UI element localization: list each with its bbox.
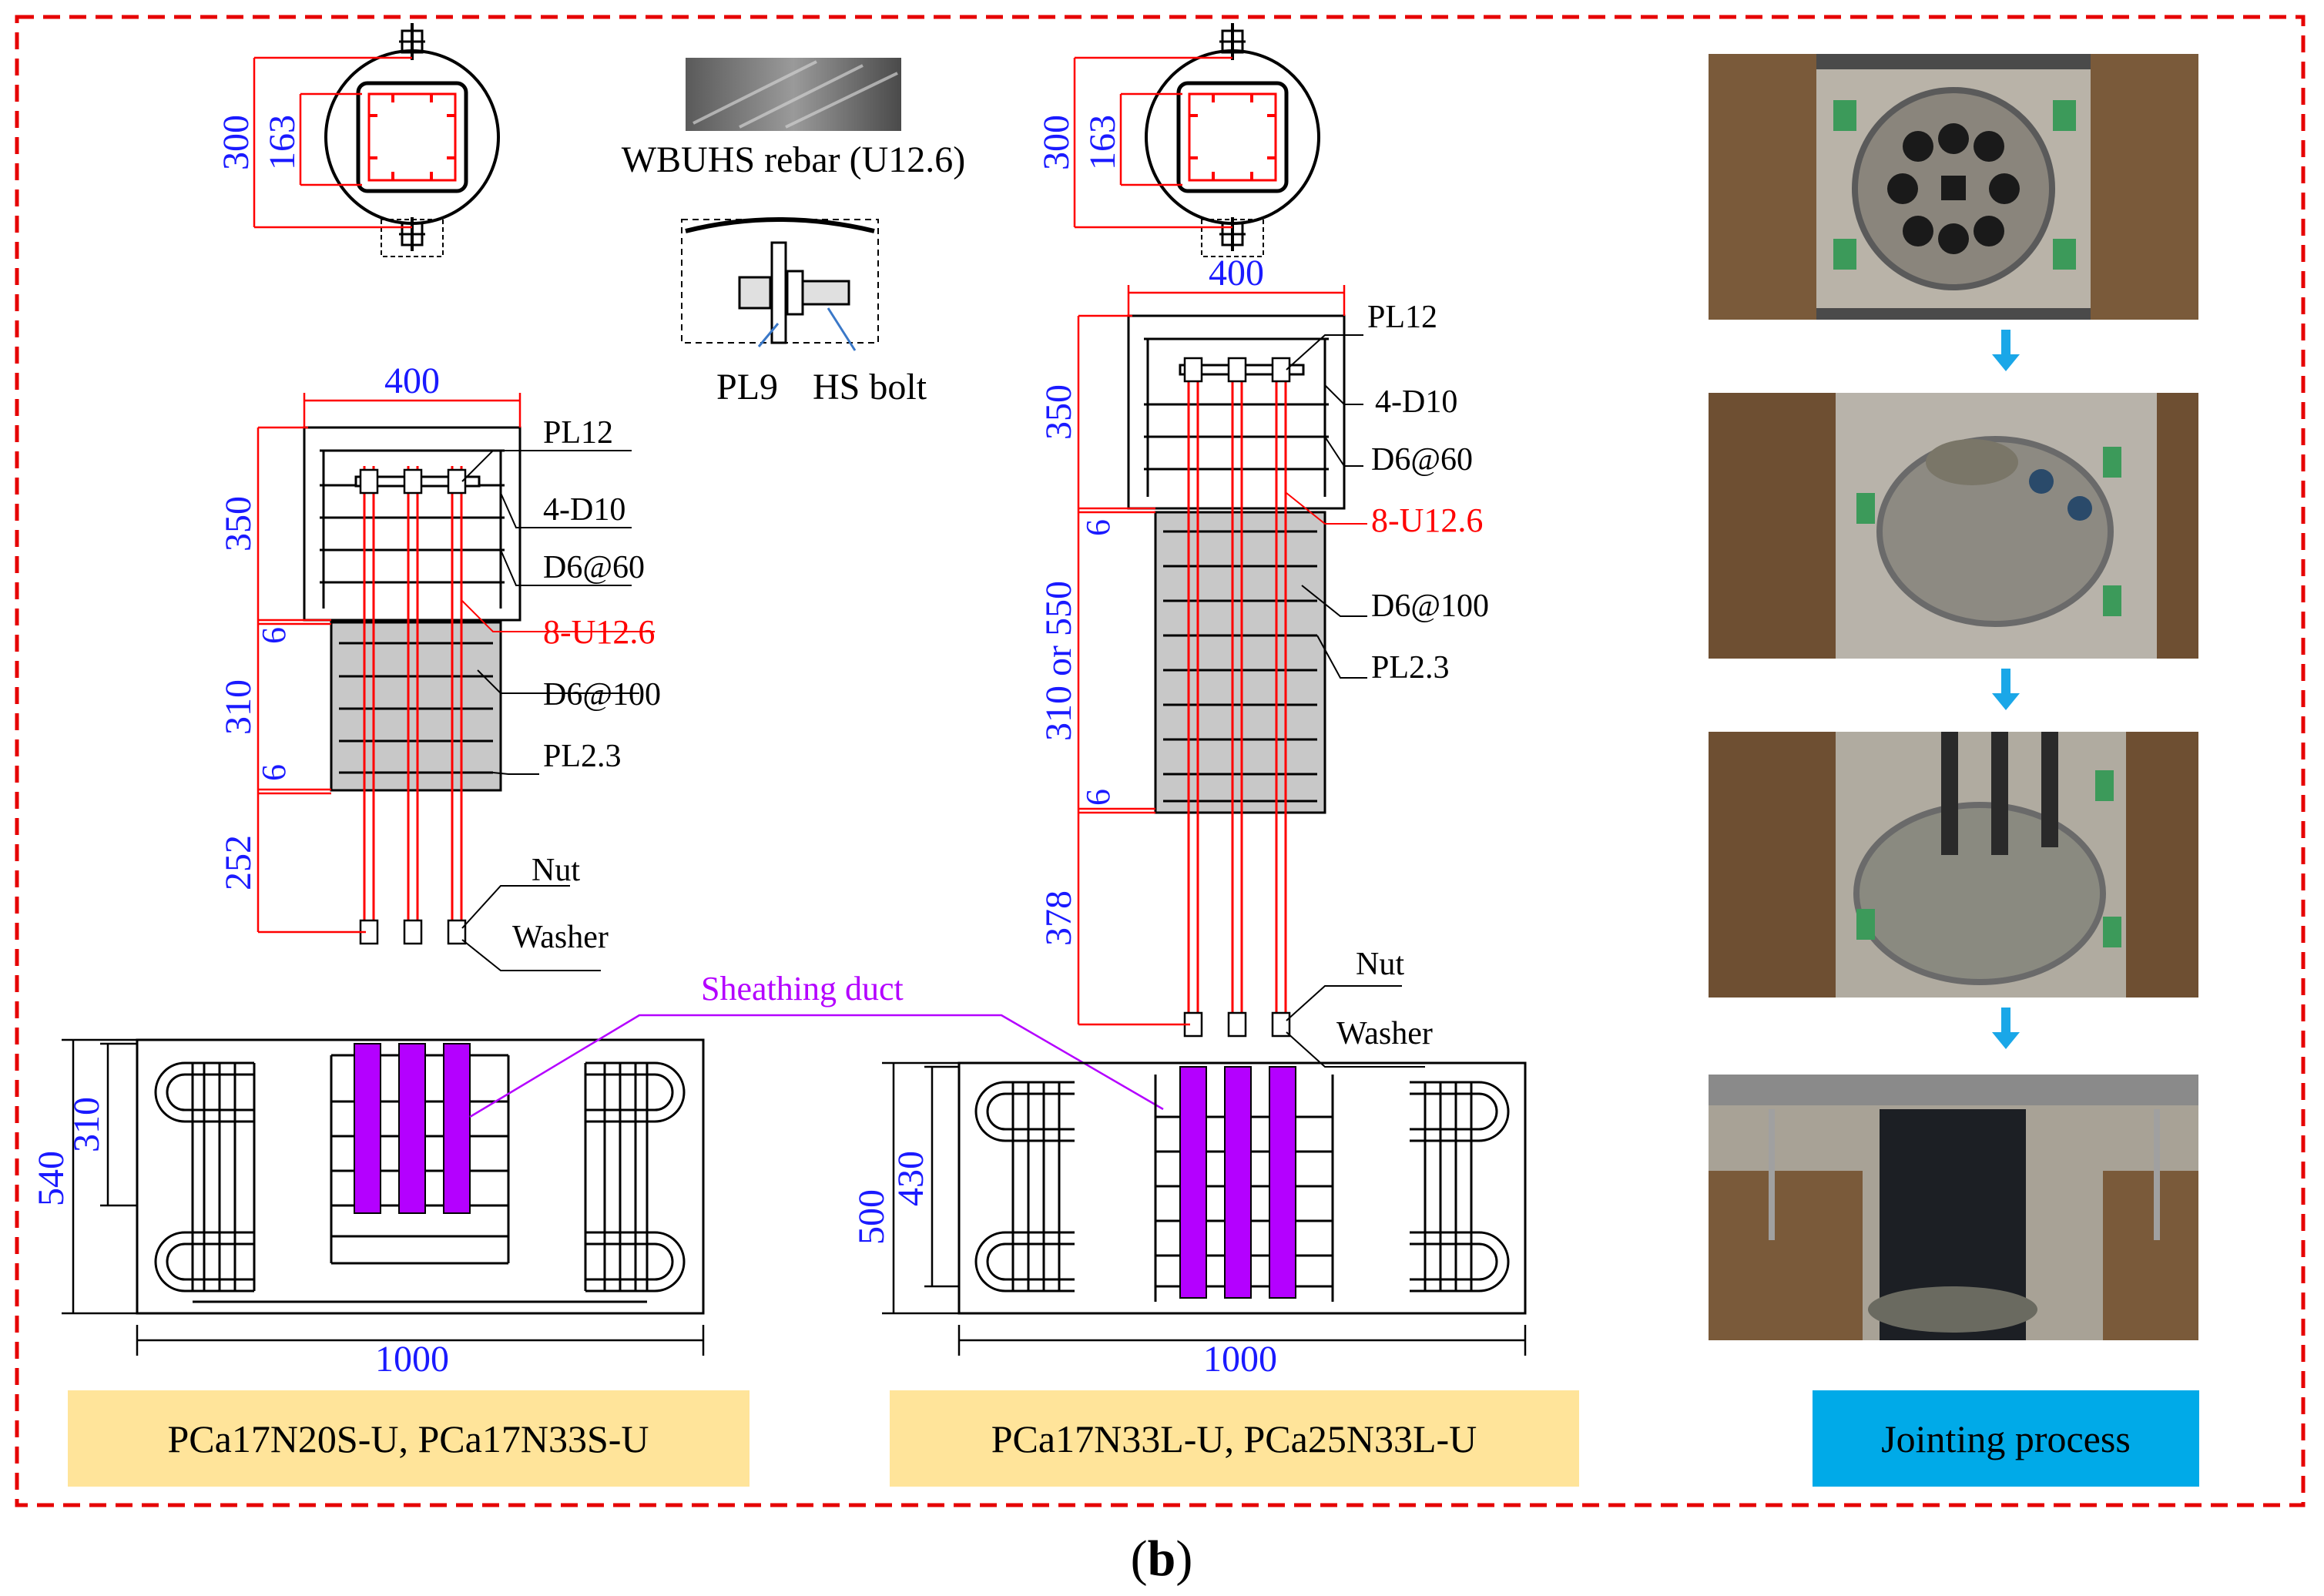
process-photo-4	[1709, 1075, 2198, 1340]
left-plan-dim-width: 540	[31, 1151, 72, 1206]
right-plan-dim-width: 500	[851, 1189, 892, 1245]
process-photo-3	[1709, 732, 2198, 998]
rebar-bolt-detail: WBUHS rebar (U12.6) PL9 HS bolt	[622, 58, 966, 407]
right-dim-tube: 310 or 550	[1038, 581, 1079, 741]
left-elevation: 400	[218, 360, 661, 971]
process-arrow-2-icon	[1992, 669, 2020, 710]
process-caption: Jointing process	[1881, 1417, 2131, 1460]
right-dim-top: 350	[1038, 384, 1079, 440]
right-dim-bottom: 378	[1038, 890, 1079, 946]
figure-label: (b)	[1131, 1531, 1193, 1587]
left-label-d6-60: D6@60	[543, 550, 645, 585]
left-plan-dim-inner: 310	[66, 1097, 107, 1152]
left-sheathing-duct-3	[443, 1043, 471, 1214]
right-label-d6-60: D6@60	[1371, 442, 1473, 478]
left-caption: PCa17N20S-U, PCa17N33S-U	[167, 1417, 649, 1460]
figure-label-letter: b	[1148, 1531, 1176, 1587]
right-specimen: 300 163 400	[851, 23, 1579, 1487]
figure-label-close: )	[1175, 1531, 1192, 1587]
process-caption-box	[1813, 1390, 2199, 1487]
rebar-label: WBUHS rebar (U12.6)	[622, 139, 966, 180]
right-sheathing-duct-3	[1269, 1066, 1296, 1299]
right-sheathing-duct-1	[1179, 1066, 1207, 1299]
left-footing-plan: 1000 540 310	[31, 1038, 705, 1380]
left-dim-bottom: 252	[218, 835, 259, 890]
left-caption-box	[68, 1390, 750, 1487]
left-sheathing-duct-1	[354, 1043, 381, 1214]
right-label-d10: 4-D10	[1375, 384, 1457, 420]
right-label-pl23: PL2.3	[1371, 650, 1450, 686]
left-column-section: 300 163	[216, 23, 500, 257]
left-label-washer: Washer	[512, 920, 609, 955]
right-footing-plan: 1000 500 430	[851, 1061, 1527, 1380]
figure-label-open: (	[1131, 1531, 1148, 1587]
right-dim-gap1: 6	[1079, 519, 1117, 536]
left-bottom-bolt-icon	[381, 217, 444, 257]
right-section-dim-inner: 163	[1082, 115, 1123, 170]
jointing-process: Jointing process	[1709, 54, 2199, 1487]
right-label-d6-100: D6@100	[1371, 588, 1489, 624]
left-dim-width: 400	[384, 360, 440, 401]
process-arrow-3-icon	[1992, 1008, 2020, 1049]
process-arrow-1-icon	[1992, 330, 2020, 371]
wbuhs-rebar-icon	[686, 58, 901, 131]
figure-border	[15, 15, 2306, 1507]
process-photo-2	[1709, 393, 2198, 659]
left-plan-dim-length: 1000	[375, 1339, 449, 1380]
right-label-pl12: PL12	[1367, 300, 1437, 335]
right-column-section: 300 163	[1036, 23, 1320, 257]
left-dim-gap2: 6	[255, 764, 293, 781]
right-caption: PCa17N33L-U, PCa25N33L-U	[991, 1417, 1477, 1460]
process-photo-1	[1709, 54, 2198, 320]
left-sheathing-duct-2	[398, 1043, 426, 1214]
right-top-bolt-icon	[1219, 23, 1246, 60]
left-label-d6-100: D6@100	[543, 677, 661, 712]
right-label-u126: 8-U12.6	[1371, 501, 1483, 539]
right-section-dim-outer: 300	[1036, 115, 1077, 170]
left-top-bolt-icon	[399, 23, 425, 60]
right-sheathing-duct-2	[1224, 1066, 1252, 1299]
left-label-nut: Nut	[532, 853, 580, 888]
left-section-dim-inner: 163	[262, 115, 303, 170]
right-caption-box	[890, 1390, 1579, 1487]
left-section-dim-outer: 300	[216, 115, 257, 170]
left-label-pl12: PL12	[543, 415, 613, 451]
left-label-d10: 4-D10	[543, 492, 625, 528]
right-label-washer: Washer	[1336, 1016, 1433, 1051]
left-label-pl23: PL2.3	[543, 739, 622, 774]
right-plan-dim-length: 1000	[1203, 1339, 1277, 1380]
right-dim-width: 400	[1209, 253, 1264, 293]
left-dim-tube: 310	[218, 679, 259, 735]
right-elevation: 400	[1038, 253, 1489, 1068]
right-bottom-bolt-icon	[1201, 217, 1264, 257]
right-plan-dim-inner: 430	[890, 1151, 931, 1206]
hs-bolt-label: HS bolt	[813, 367, 927, 407]
left-label-u126: 8-U12.6	[543, 613, 655, 651]
right-dim-gap2: 6	[1079, 789, 1117, 806]
left-specimen: 300 163 400	[31, 23, 750, 1487]
sheathing-duct-label: Sheathing duct	[701, 970, 904, 1008]
pl9-label: PL9	[716, 367, 778, 407]
left-dim-gap1: 6	[255, 627, 293, 644]
left-dim-top: 350	[218, 496, 259, 552]
right-label-nut: Nut	[1356, 947, 1404, 982]
